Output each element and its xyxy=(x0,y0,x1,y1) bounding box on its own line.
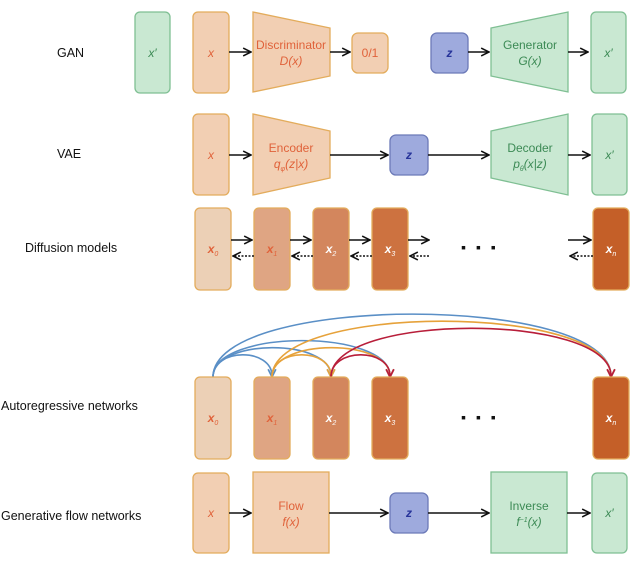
vae-generated-label: x′ xyxy=(604,148,614,162)
autoregressive-dependency-arcs xyxy=(212,313,611,377)
vae-latent-label: z xyxy=(405,148,412,162)
diffusion-step-node: x3 xyxy=(371,207,409,291)
row-vae: VAE x Encoder qφ(z|x) z Decoder pθ(x|z) … xyxy=(57,113,628,196)
row-label-autoregressive: Autoregressive networks xyxy=(1,399,138,413)
gan-fake-sample-label: x′ xyxy=(147,46,157,60)
autoregressive-step-box xyxy=(253,376,291,460)
dependency-arc-blue xyxy=(212,354,272,377)
flow-node: Flow f(x) xyxy=(252,471,330,554)
autoregressive-steps: x0 x1 x2 x3 xn xyxy=(194,376,630,460)
encoder-fn: qφ(z|x) xyxy=(274,157,308,173)
autoregressive-step-node: x2 xyxy=(312,376,350,460)
autoregressive-step-label: x0 xyxy=(207,411,219,427)
autoregressive-step-box xyxy=(592,376,630,460)
diffusion-step-label: x1 xyxy=(266,242,278,258)
diffusion-step-box xyxy=(194,207,232,291)
vae-latent-node: z xyxy=(389,134,429,176)
inverse-node: Inverse f−1(x) xyxy=(490,471,568,554)
diffusion-step-node: x0 xyxy=(194,207,232,291)
row-label-vae: VAE xyxy=(57,147,81,161)
flow-input-label: x xyxy=(207,506,215,520)
gan-generated-label: x′ xyxy=(603,46,613,60)
row-label-diffusion: Diffusion models xyxy=(25,241,117,255)
decoder-title: Decoder xyxy=(507,141,552,155)
gan-output-label: 0/1 xyxy=(362,46,379,60)
diffusion-step-box xyxy=(592,207,630,291)
autoregressive-step-node: x0 xyxy=(194,376,232,460)
row-flow: Generative flow networks x Flow f(x) z I… xyxy=(1,471,628,554)
gan-output-node: 0/1 xyxy=(351,32,389,74)
row-gan: GAN x′ x Discriminator D(x) 0/1 z Genera xyxy=(57,11,627,94)
vae-input-node: x xyxy=(192,113,230,196)
diffusion-step-label: x3 xyxy=(384,242,396,258)
flow-latent-node: z xyxy=(389,492,429,534)
dependency-arc-blue xyxy=(212,339,390,377)
flow-generated-label: x′ xyxy=(604,506,614,520)
flow-input-node: x xyxy=(192,472,230,554)
discriminator-node: Discriminator D(x) xyxy=(252,11,331,93)
generator-title: Generator xyxy=(503,38,557,52)
autoregressive-step-label: xn xyxy=(605,411,617,427)
gan-generated-node: x′ xyxy=(590,11,627,94)
decoder-fn: pθ(x|z) xyxy=(512,157,547,173)
encoder-node: Encoder qφ(z|x) xyxy=(252,113,331,196)
gan-input-node: x xyxy=(192,11,230,94)
diffusion-step-label: x0 xyxy=(207,242,219,258)
diffusion-step-label: x2 xyxy=(325,242,337,258)
autoregressive-ellipsis: ▪ ▪ ▪ xyxy=(461,409,499,425)
autoregressive-step-box xyxy=(371,376,409,460)
generator-fn: G(x) xyxy=(518,54,541,68)
gan-fake-sample-node: x′ xyxy=(134,11,171,94)
autoregressive-step-node: x1 xyxy=(253,376,291,460)
autoregressive-step-box xyxy=(312,376,350,460)
row-autoregressive: Autoregressive networks x0 x1 x2 x3 xn ▪ ▪ ▪ xyxy=(1,313,630,460)
discriminator-title: Discriminator xyxy=(256,38,326,52)
dependency-arc-blue xyxy=(212,313,611,377)
diffusion-ellipsis: ▪ ▪ ▪ xyxy=(461,239,499,255)
flow-latent-label: z xyxy=(405,506,412,520)
inverse-fn: f−1(x) xyxy=(516,515,541,529)
row-diffusion: Diffusion models x0 x1 x2 x3 xn ▪ ▪ ▪ xyxy=(25,207,630,291)
gan-latent-label: z xyxy=(446,46,453,60)
diffusion-step-node: x2 xyxy=(312,207,350,291)
diffusion-step-box xyxy=(371,207,409,291)
decoder-node: Decoder pθ(x|z) xyxy=(490,113,569,196)
gan-latent-node: z xyxy=(430,32,469,74)
row-label-gan: GAN xyxy=(57,46,84,60)
generator-node: Generator G(x) xyxy=(490,11,569,93)
vae-generated-node: x′ xyxy=(591,113,628,196)
flow-title: Flow xyxy=(278,499,304,513)
inverse-title: Inverse xyxy=(509,499,549,513)
dependency-arc-red xyxy=(330,327,611,377)
encoder-title: Encoder xyxy=(269,141,314,155)
flow-generated-node: x′ xyxy=(591,472,628,554)
diffusion-step-node: xn xyxy=(592,207,630,291)
autoregressive-step-label: x1 xyxy=(266,411,278,427)
discriminator-fn: D(x) xyxy=(280,54,303,68)
gan-input-label: x xyxy=(207,46,215,60)
autoregressive-step-node: x3 xyxy=(371,376,409,460)
autoregressive-step-node: xn xyxy=(592,376,630,460)
row-label-flow: Generative flow networks xyxy=(1,509,141,523)
diffusion-step-box xyxy=(312,207,350,291)
diffusion-steps: x0 x1 x2 x3 xn xyxy=(194,207,630,291)
autoregressive-step-box xyxy=(194,376,232,460)
vae-input-label: x xyxy=(207,148,215,162)
diffusion-step-node: x1 xyxy=(253,207,291,291)
dependency-arc-orange xyxy=(271,320,611,377)
autoregressive-step-label: x3 xyxy=(384,411,396,427)
diffusion-step-box xyxy=(253,207,291,291)
flow-fn: f(x) xyxy=(282,515,299,529)
diffusion-step-label: xn xyxy=(605,242,617,258)
autoregressive-step-label: x2 xyxy=(325,411,337,427)
